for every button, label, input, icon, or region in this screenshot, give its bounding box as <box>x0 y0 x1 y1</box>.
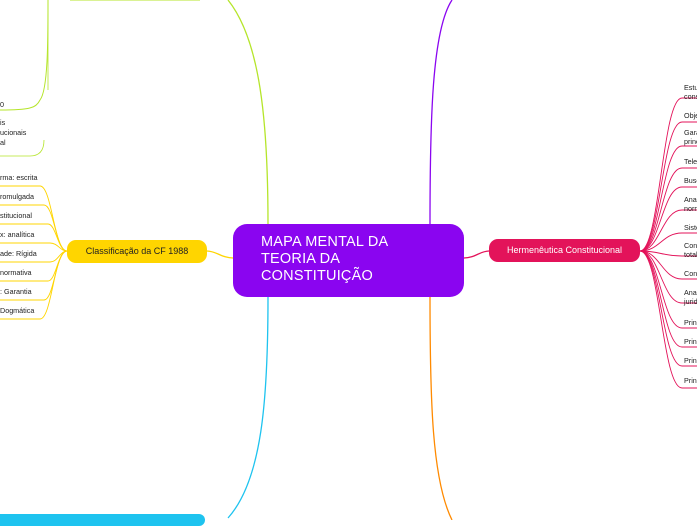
connector-yellow-main <box>206 250 234 259</box>
connector-green-sub3 <box>0 139 45 157</box>
hermeneutica-item[interactable]: Princ <box>684 356 697 365</box>
hermeneutica-item[interactable]: Constotal <box>684 241 697 259</box>
green-leaf-label: is <box>0 118 6 127</box>
hermeneutica-item[interactable]: Cons <box>684 269 697 278</box>
classificacao-item[interactable]: Dogmática <box>0 306 35 315</box>
classificacao-item[interactable]: romulgada <box>0 192 34 201</box>
hermeneutica-item[interactable]: Princ <box>684 318 697 327</box>
topic-classificacao[interactable]: Classificação da CF 1988 <box>67 240 207 263</box>
green-leaf-label: 0 <box>0 100 4 109</box>
hermeneutica-item[interactable]: Analnorm <box>684 195 697 213</box>
hermeneutica-item[interactable]: Princ <box>684 337 697 346</box>
connector-green-sub <box>0 0 49 111</box>
classificacao-item[interactable]: x: analítica <box>0 230 35 239</box>
classificacao-item[interactable]: normativa <box>0 268 32 277</box>
connector-yellow-leaves <box>0 185 68 320</box>
central-topic-line2: TEORIA DA <box>261 251 341 267</box>
hermeneutica-item[interactable]: Teleo <box>684 157 697 166</box>
hermeneutica-item[interactable]: Garaprinc <box>684 128 697 146</box>
topic-blue-branch[interactable] <box>0 514 205 526</box>
topic-hermeneutica[interactable]: Hermenêutica Constitucional <box>489 239 640 262</box>
green-leaf-label: ucionais <box>0 128 27 137</box>
hermeneutica-item[interactable]: Princ <box>684 376 697 385</box>
hermeneutica-item[interactable]: Obje <box>684 111 697 120</box>
classificacao-item[interactable]: stitucional <box>0 211 32 220</box>
connector-orange-branch <box>429 296 453 520</box>
green-leaf-label: al <box>0 138 6 147</box>
connector-pink-main <box>463 250 490 259</box>
classificacao-item[interactable]: : Garantia <box>0 287 32 296</box>
connector-purple-branch <box>429 0 453 225</box>
central-topic-line3: CONSTITUIÇÃO <box>261 268 373 284</box>
connector-blue-branch <box>227 296 269 519</box>
classificacao-item[interactable]: ade: Rígida <box>0 249 37 258</box>
connector-green-branch <box>227 0 269 225</box>
classificacao-item[interactable]: rma: escrita <box>0 173 38 182</box>
hermeneutica-item[interactable]: Estucons <box>684 83 697 101</box>
connector-pink-leaves <box>639 97 697 389</box>
hermeneutica-item[interactable]: Busc <box>684 176 697 185</box>
central-topic-line1: MAPA MENTAL DA <box>261 234 389 250</box>
central-topic[interactable]: MAPA MENTAL DA TEORIA DA CONSTITUIÇÃO <box>233 224 464 297</box>
hermeneutica-item[interactable]: Siste <box>684 223 697 232</box>
